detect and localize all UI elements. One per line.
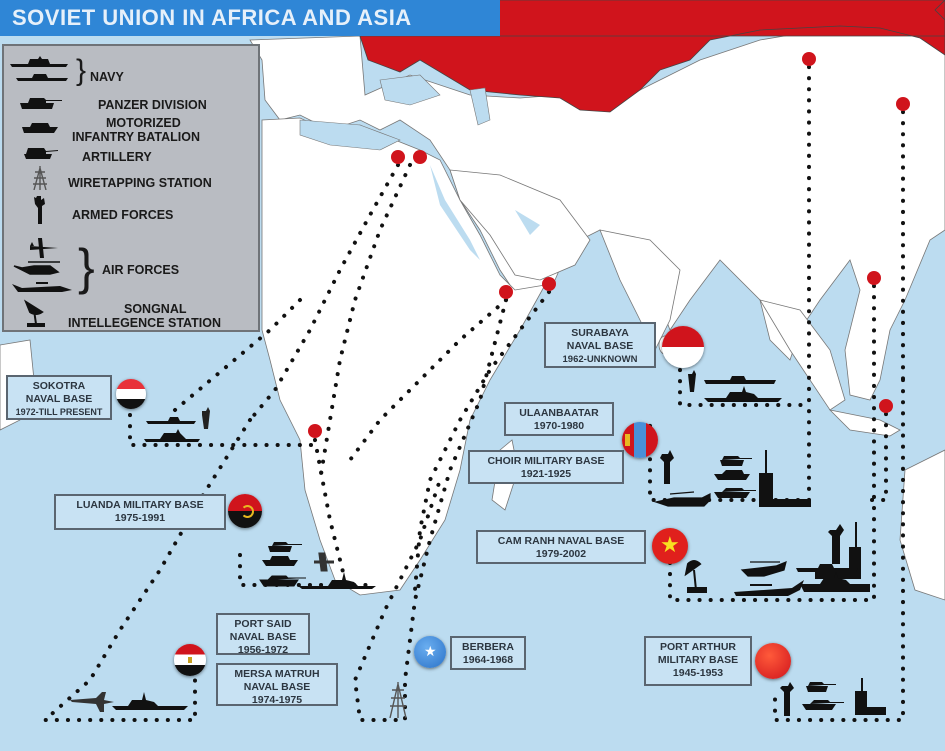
land-australia xyxy=(899,449,945,601)
flag-vietnam-icon: ★ xyxy=(652,528,688,564)
land-arabia xyxy=(449,169,591,281)
page-title: SOVIET UNION IN AFRICA AND ASIA xyxy=(12,5,412,30)
flag-china-icon xyxy=(755,643,791,679)
legend-label-songnal: SONGNAL xyxy=(124,302,187,316)
legend-label-wiretapping: WIRETAPPING STATION xyxy=(68,176,212,190)
label-berbera[interactable]: BERBERA 1964-1968 xyxy=(450,636,526,670)
flag-indonesia-icon xyxy=(662,326,704,368)
base-marker-luanda[interactable] xyxy=(308,424,322,438)
base-marker-surabaya[interactable] xyxy=(879,399,893,413)
legend-label-intellegence-station: INTELLEGENCE STATION xyxy=(68,316,222,330)
land-africa xyxy=(261,117,546,596)
label-surabaya[interactable]: SURABAYA NAVAL BASE 1962-UNKNOWN xyxy=(544,322,656,368)
radio-tower-icon xyxy=(33,166,47,190)
label-cam-ranh[interactable]: CAM RANH NAVAL BASE 1979-2002 xyxy=(476,530,646,564)
base-marker-ulaanbaatar[interactable] xyxy=(802,52,816,66)
base-marker-port-said[interactable] xyxy=(413,150,427,164)
ulaanbaatar-assets xyxy=(654,450,811,507)
legend-label-artillery: ARTILLERY xyxy=(82,150,152,164)
legend-label-armed-forces: ARMED FORCES xyxy=(72,208,174,222)
legend-brace-navy: } xyxy=(76,54,87,87)
label-choir[interactable]: CHOIR MILITARY BASE 1921-1925 xyxy=(468,450,624,484)
legend-label-infantry-batalion: INFANTRY BATALION xyxy=(72,130,201,144)
legend-label-navy: NAVY xyxy=(90,70,124,84)
flag-angola-icon xyxy=(228,494,262,528)
berbera-assets xyxy=(389,682,407,718)
legend-panel: } NAVY PANZER DIVISION MOTORIZED INFANTR… xyxy=(2,44,260,332)
dotted-connectors xyxy=(39,65,905,722)
base-marker-sokotra[interactable] xyxy=(542,277,556,291)
label-ulaanbaatar[interactable]: ULAANBAATAR 1970-1980 xyxy=(504,402,614,436)
label-port-arthur[interactable]: PORT ARTHUR MILITARY BASE 1945-1953 xyxy=(644,636,752,686)
label-port-said[interactable]: PORT SAID NAVAL BASE 1956-1972 xyxy=(216,613,310,656)
flag-somalia-icon: ★ xyxy=(414,636,446,668)
flag-egypt-icon xyxy=(174,644,206,676)
base-marker-berbera[interactable] xyxy=(499,285,513,299)
label-mersa-matruh[interactable]: MERSA MATRUH NAVAL BASE 1974-1975 xyxy=(216,663,338,706)
label-sokotra[interactable]: SOKOTRA NAVAL BASE 1972-TILL PRESENT xyxy=(6,375,112,420)
sokotra-assets xyxy=(144,407,210,442)
satellite-dish-icon xyxy=(23,299,45,327)
legend-label-panzer: PANZER DIVISION xyxy=(98,98,207,112)
legend-label-air-forces: AIR FORCES xyxy=(102,263,180,277)
aircraft-icon xyxy=(12,238,72,292)
title-bar: SOVIET UNION IN AFRICA AND ASIA xyxy=(0,0,500,36)
legend-brace-air: } xyxy=(78,239,95,295)
port-said-assets xyxy=(70,692,188,712)
land-india xyxy=(599,229,681,351)
land-se-asia xyxy=(759,299,846,411)
surabaya-assets xyxy=(688,370,782,402)
port-arthur-assets xyxy=(780,678,886,716)
soviet-union-territory xyxy=(359,0,945,113)
base-marker-port-arthur[interactable] xyxy=(896,97,910,111)
cam-ranh-assets xyxy=(684,522,870,596)
luanda-assets xyxy=(259,542,376,589)
legend-label-motorized: MOTORIZED xyxy=(106,116,181,130)
land-indonesia xyxy=(828,409,901,437)
artillery-icon xyxy=(24,148,58,159)
base-marker-mersa-matruh[interactable] xyxy=(391,150,405,164)
flag-yemen-icon xyxy=(116,379,146,409)
infantry-vehicle-icon xyxy=(22,123,58,133)
label-luanda[interactable]: LUANDA MILITARY BASE 1975-1991 xyxy=(54,494,226,530)
panzer-tank-icon xyxy=(20,98,62,109)
soldier-icon xyxy=(34,196,45,224)
navy-ships-icon xyxy=(10,56,68,81)
flag-mongolia-icon xyxy=(622,422,658,458)
base-marker-cam-ranh[interactable] xyxy=(867,271,881,285)
